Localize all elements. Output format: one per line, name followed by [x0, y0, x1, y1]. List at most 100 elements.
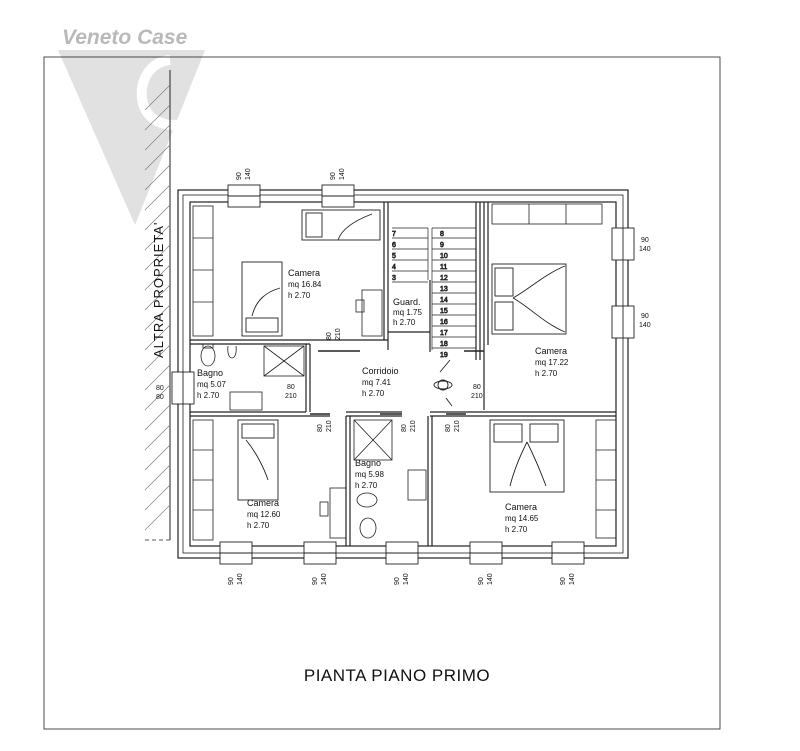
svg-text:80: 80: [287, 384, 295, 391]
svg-text:140: 140: [639, 322, 651, 329]
svg-text:210: 210: [410, 420, 417, 432]
svg-text:16: 16: [440, 319, 448, 326]
svg-text:90: 90: [330, 172, 337, 180]
svg-text:mq 17.22: mq 17.22: [535, 358, 569, 367]
svg-text:90: 90: [312, 577, 319, 585]
svg-text:Guard.: Guard.: [393, 297, 421, 307]
svg-text:11: 11: [440, 264, 447, 271]
svg-text:12: 12: [440, 275, 448, 282]
brand-name: Veneto Case: [62, 26, 188, 49]
svg-text:h 2.70: h 2.70: [393, 318, 416, 327]
svg-text:80: 80: [156, 385, 164, 392]
svg-text:210: 210: [285, 393, 297, 400]
svg-text:80: 80: [401, 424, 408, 432]
brand-watermark: Veneto Case: [58, 26, 205, 225]
room-guardaroba: Guard. mq 1.75 h 2.70: [393, 297, 422, 327]
door-dimensions: 80 210 80 210 80 210 80 210 80 210 80 21…: [285, 328, 483, 432]
svg-text:Camera: Camera: [535, 346, 567, 356]
svg-text:4: 4: [392, 264, 396, 271]
svg-text:80: 80: [473, 384, 481, 391]
svg-text:140: 140: [237, 573, 244, 585]
svg-text:h 2.70: h 2.70: [535, 369, 558, 378]
svg-text:h 2.70: h 2.70: [247, 521, 270, 530]
svg-text:15: 15: [440, 308, 448, 315]
room-corridoio: Corridoio mq 7.41 h 2.70: [362, 366, 399, 398]
svg-text:14: 14: [440, 297, 448, 304]
svg-text:80: 80: [326, 332, 333, 340]
svg-text:Bagno: Bagno: [197, 368, 223, 378]
svg-text:140: 140: [487, 573, 494, 585]
svg-text:mq 5.98: mq 5.98: [355, 470, 384, 479]
svg-text:mq 7.41: mq 7.41: [362, 378, 391, 387]
svg-text:210: 210: [335, 328, 342, 340]
beds: [237, 209, 567, 501]
svg-text:80: 80: [156, 394, 164, 401]
wardrobes: [192, 203, 617, 541]
svg-text:mq 14.65: mq 14.65: [505, 514, 539, 523]
desks: [319, 289, 383, 539]
room-camera-ne: Camera mq 17.22 h 2.70: [535, 346, 569, 378]
svg-text:Bagno: Bagno: [355, 458, 381, 468]
room-bagno-s: Bagno mq 5.98 h 2.70: [355, 458, 384, 490]
person-figure: [433, 359, 453, 407]
room-camera-nw: Camera mq 16.84 h 2.70: [288, 268, 322, 300]
svg-text:7: 7: [392, 231, 396, 238]
svg-text:140: 140: [339, 168, 346, 180]
svg-text:90: 90: [641, 237, 649, 244]
doors: [310, 350, 484, 415]
svg-text:140: 140: [569, 573, 576, 585]
neighbor-hatch: ALTRA PROPRIETA': [144, 70, 171, 541]
svg-text:90: 90: [641, 313, 649, 320]
svg-text:mq 16.84: mq 16.84: [288, 280, 322, 289]
bathroom-fixtures: [200, 343, 427, 539]
svg-text:80: 80: [317, 424, 324, 432]
staircase: 7 6 5 4 3 8 9 10 11 12 13 14 15 16 17 18…: [392, 227, 476, 359]
svg-text:h 2.70: h 2.70: [362, 389, 385, 398]
svg-text:90: 90: [236, 172, 243, 180]
room-bagno-w: Bagno mq 5.07 h 2.70: [197, 368, 226, 400]
svg-text:140: 140: [245, 168, 252, 180]
svg-text:90: 90: [228, 577, 235, 585]
svg-text:140: 140: [639, 246, 651, 253]
svg-text:17: 17: [440, 330, 448, 337]
window-dimensions: 90 140 90 140 90 140 90 140 80 80 90 140…: [156, 168, 651, 585]
svg-text:h 2.70: h 2.70: [505, 525, 528, 534]
svg-text:90: 90: [560, 577, 567, 585]
svg-text:Corridoio: Corridoio: [362, 366, 399, 376]
svg-text:h 2.70: h 2.70: [197, 391, 220, 400]
svg-text:Camera: Camera: [288, 268, 320, 278]
svg-text:8: 8: [440, 231, 444, 238]
windows: [171, 184, 635, 565]
drawing-title: PIANTA PIANO PRIMO: [304, 666, 490, 685]
svg-text:19: 19: [440, 352, 448, 359]
svg-text:10: 10: [440, 253, 448, 260]
drawing-frame: [43, 56, 721, 730]
svg-text:mq 5.07: mq 5.07: [197, 380, 226, 389]
svg-text:5: 5: [392, 253, 396, 260]
svg-text:140: 140: [321, 573, 328, 585]
interior-walls: [190, 202, 616, 546]
svg-text:9: 9: [440, 242, 444, 249]
room-camera-sw: Camera mq 12.60 h 2.70: [247, 498, 281, 530]
svg-text:140: 140: [403, 573, 410, 585]
svg-text:80: 80: [445, 424, 452, 432]
svg-text:Camera: Camera: [247, 498, 279, 508]
svg-text:90: 90: [478, 577, 485, 585]
exterior-walls: [177, 189, 629, 559]
svg-text:mq 1.75: mq 1.75: [393, 308, 422, 317]
svg-text:Camera: Camera: [505, 502, 537, 512]
svg-text:210: 210: [454, 420, 461, 432]
svg-text:h 2.70: h 2.70: [288, 291, 311, 300]
svg-text:90: 90: [394, 577, 401, 585]
svg-text:210: 210: [326, 420, 333, 432]
svg-text:6: 6: [392, 242, 396, 249]
svg-text:18: 18: [440, 341, 448, 348]
svg-text:mq 12.60: mq 12.60: [247, 510, 281, 519]
neighbor-label: ALTRA PROPRIETA': [151, 222, 166, 358]
svg-text:h 2.70: h 2.70: [355, 481, 378, 490]
svg-text:13: 13: [440, 286, 448, 293]
svg-text:3: 3: [392, 275, 396, 282]
svg-text:210: 210: [471, 393, 483, 400]
room-camera-se: Camera mq 14.65 h 2.70: [505, 502, 539, 534]
